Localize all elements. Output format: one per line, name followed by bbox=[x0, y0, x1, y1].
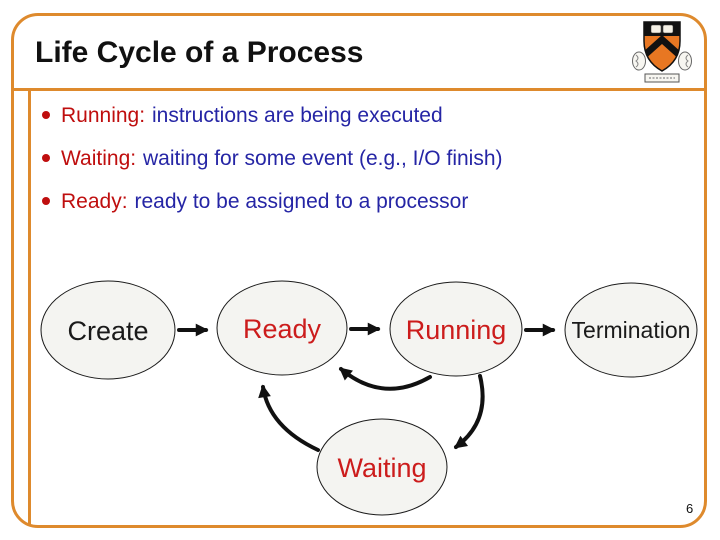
bullet-term: Ready: bbox=[61, 190, 128, 213]
bullet-item: Ready: ready to be assigned to a processo… bbox=[42, 189, 468, 214]
state-node-label: Termination bbox=[572, 317, 691, 343]
slide-outer-border bbox=[11, 13, 707, 528]
state-node-label: Create bbox=[67, 316, 148, 346]
state-node-waiting: Waiting bbox=[316, 418, 448, 516]
open-book-icon bbox=[650, 24, 674, 34]
bullet-term: Waiting: bbox=[61, 147, 137, 170]
page-number: 6 bbox=[686, 501, 694, 516]
logo-scroll-left bbox=[632, 51, 646, 71]
princeton-shield-logo bbox=[632, 21, 692, 83]
arrow-waiting-to-ready bbox=[258, 384, 320, 452]
bullet-term: Running: bbox=[61, 104, 146, 127]
state-node-running: Running bbox=[389, 281, 523, 377]
state-node-create: Create bbox=[40, 280, 176, 380]
bullet-definition: instructions are being executed bbox=[151, 104, 443, 127]
arrow-running-to-ready bbox=[339, 367, 432, 391]
bullet-dot-icon bbox=[42, 154, 50, 162]
logo-motto-banner bbox=[644, 73, 680, 83]
bullet-dot-icon bbox=[42, 197, 50, 205]
title-divider-line bbox=[11, 88, 707, 91]
slide-title: Life Cycle of a Process bbox=[35, 36, 364, 69]
bullet-item: Running:instructions are being executed bbox=[42, 103, 443, 128]
logo-scroll-right bbox=[678, 51, 692, 71]
shield-icon bbox=[643, 21, 681, 72]
bullet-definition: waiting for some event (e.g., I/O finish… bbox=[143, 147, 503, 170]
state-node-label: Waiting bbox=[337, 453, 426, 483]
bullet-dot-icon bbox=[42, 111, 50, 119]
state-node-label: Ready bbox=[243, 314, 322, 344]
body-left-border bbox=[28, 91, 31, 525]
bullet-definition: ready to be assigned to a processor bbox=[134, 190, 469, 213]
bullet-item: Waiting: waiting for some event (e.g., I/… bbox=[42, 146, 503, 171]
arrow-running-to-waiting bbox=[453, 374, 485, 449]
shield-chevron bbox=[644, 35, 680, 61]
state-node-termination: Termination bbox=[564, 282, 698, 378]
state-node-ready: Ready bbox=[216, 280, 348, 376]
state-node-label: Running bbox=[406, 315, 507, 345]
